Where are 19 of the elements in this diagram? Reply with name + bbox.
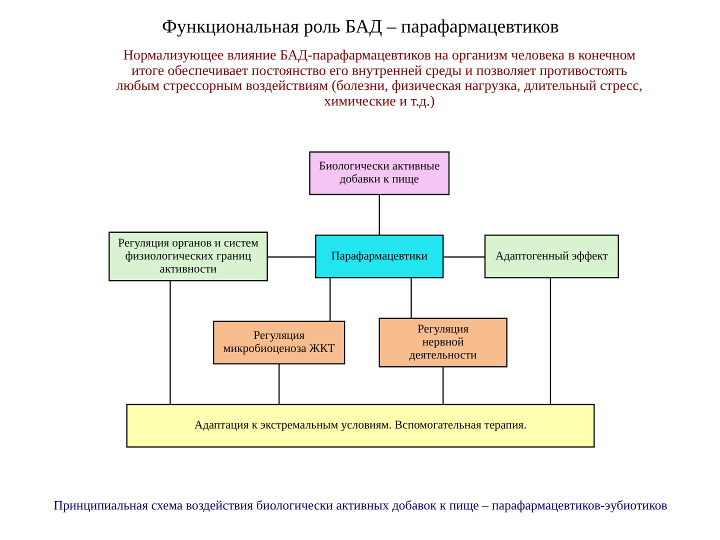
connector bbox=[443, 256, 484, 258]
node-box: Регуляция органов и систем физиологических границ активности bbox=[108, 232, 268, 282]
label: Нормализующее влияние БАД-парафармацевтиков на организм человека в конечном итоге обеспечивает постоянство его внутренней среды и позволяет противостоять любым стрессорным воздействиям (болезни, физическая нагрузка, длительный стресс, химические и т.д.) bbox=[116, 47, 642, 110]
connector bbox=[329, 278, 330, 322]
node-box: Парафармацевтики bbox=[314, 234, 444, 278]
connector bbox=[549, 278, 551, 404]
connector bbox=[410, 278, 412, 318]
connector bbox=[278, 364, 280, 404]
node-box: Адаптогенный эффект bbox=[484, 234, 618, 278]
node-box: Регуляция микробиоценоза ЖКТ bbox=[212, 320, 345, 364]
caption: Принципиальная схема воздействия биологически активных добавок к пище – парафармацевтиков-эубиотиков bbox=[53, 497, 667, 512]
connector bbox=[378, 194, 380, 235]
node-box: Регуляция нервной деятельности bbox=[378, 318, 507, 368]
connector bbox=[442, 367, 444, 404]
diagram-title: Функциональная роль БАД – парафармацевтиков bbox=[162, 16, 558, 38]
connector bbox=[267, 256, 316, 258]
node-box: Адаптация к экстремальным условиям. Вспомогательная терапия. bbox=[126, 404, 594, 448]
connector bbox=[169, 280, 170, 404]
node-box: Биологически активные добавки к пище bbox=[308, 151, 450, 196]
